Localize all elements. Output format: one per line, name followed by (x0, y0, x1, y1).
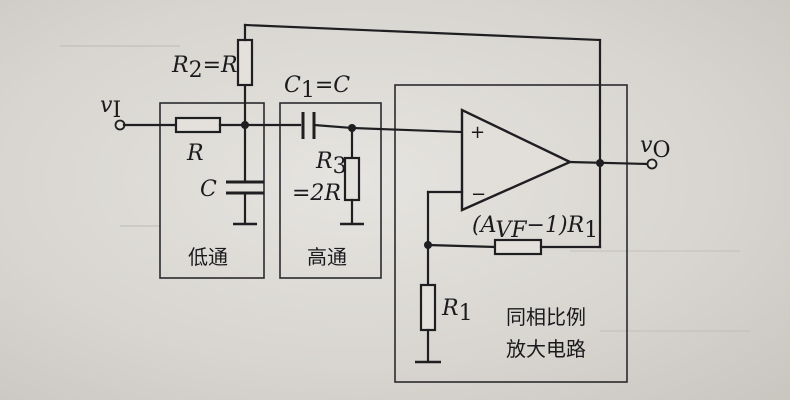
feedback-top-wire (243, 23, 602, 42)
highpass-block (279, 102, 382, 279)
amp-label-line1: 同相比例 (506, 305, 586, 329)
c1-label: C1=C (284, 73, 350, 103)
r3-label: R3 (315, 149, 347, 179)
output-terminal (646, 158, 658, 170)
amplifier-block (394, 84, 628, 383)
r3-resistor (343, 156, 361, 202)
lowpass-block (159, 102, 265, 279)
wire-c1-to-node (312, 123, 354, 130)
output-wire (568, 160, 650, 166)
series-r-label: R (186, 141, 204, 166)
rf-label: (AVF−1)R1 (472, 213, 598, 243)
series-resistor (174, 116, 222, 134)
r2-resistor (236, 38, 254, 87)
lowpass-label: 低通 (188, 245, 228, 269)
wire-to-plus-input (350, 126, 464, 134)
op-amp-triangle (460, 108, 573, 212)
minus-sign: − (471, 184, 486, 205)
node-output (596, 159, 604, 167)
r1-resistor (419, 283, 437, 332)
plus-sign: + (470, 122, 485, 143)
background-bleed (60, 45, 750, 332)
output-label: vO (640, 133, 670, 163)
r1-label: R1 (441, 296, 473, 326)
input-label: vI (100, 93, 121, 123)
rf-left-wire (426, 243, 497, 249)
r2-label: R2=R (171, 53, 238, 83)
r3-value: =2R (292, 181, 341, 206)
highpass-label: 高通 (307, 245, 347, 269)
c-shunt-label: C (200, 177, 217, 202)
amp-label-line2: 放大电路 (506, 337, 586, 361)
